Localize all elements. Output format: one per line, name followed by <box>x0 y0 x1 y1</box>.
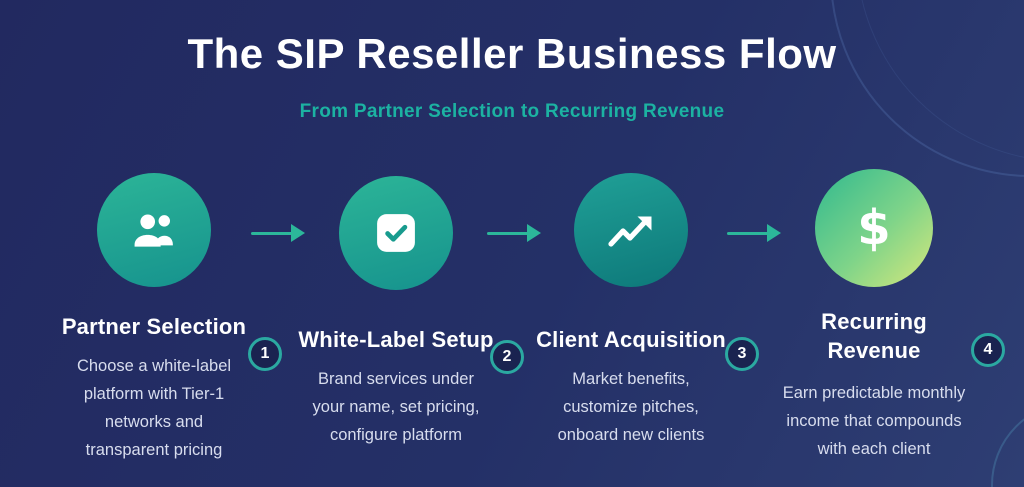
step-number-badge: 3 <box>725 337 759 371</box>
step-description: Brand services under your name, set pric… <box>312 370 480 444</box>
arrow-head <box>527 224 541 242</box>
step-recurring-revenue: $ 4 Recurring Revenue Earn predictable m… <box>749 0 1005 487</box>
step-description: Choose a white-label platform with Tier-… <box>76 357 232 459</box>
step-2-circle: 2 <box>339 176 524 374</box>
flow-arrow-icon <box>487 224 541 242</box>
step-description: Earn predictable monthly income that com… <box>782 384 966 458</box>
step-number: 3 <box>737 345 747 362</box>
arrow-shaft <box>487 231 529 235</box>
step-title: Recurring Revenue <box>821 309 927 363</box>
arrow-head <box>767 224 781 242</box>
step-white-label-setup: 2 White-Label Setup Brand services under… <box>276 0 524 487</box>
step-title: Partner Selection <box>61 314 247 339</box>
step-1-circle: 1 <box>97 173 282 371</box>
page-subtitle: From Partner Selection to Recurring Reve… <box>299 101 725 122</box>
step-title: White-Label Setup <box>298 327 494 352</box>
flow-arrow-icon <box>251 224 305 242</box>
page-title: The SIP Reseller Business Flow <box>187 30 837 77</box>
step-title: Client Acquisition <box>536 327 726 352</box>
step-4-circle: $ 4 <box>815 169 1005 367</box>
step-partner-selection: 1 Partner Selection Choose a white-label… <box>34 0 282 487</box>
step-client-acquisition: 3 Client Acquisition Market benefits, cu… <box>511 0 759 487</box>
arrow-shaft <box>727 231 769 235</box>
dollar-icon: $ <box>857 200 891 256</box>
step-number-badge: 4 <box>971 333 1005 367</box>
growth-arrow-icon <box>608 216 652 247</box>
arrow-head <box>291 224 305 242</box>
step-number: 2 <box>502 348 512 365</box>
arrow-shaft <box>251 231 293 235</box>
people-icon <box>134 214 173 247</box>
step-description: Market benefits, customize pitches, onbo… <box>557 370 705 444</box>
step-number: 4 <box>983 341 993 358</box>
step-3-circle: 3 <box>574 173 759 371</box>
step-number: 1 <box>260 345 270 362</box>
step-number-badge: 1 <box>248 337 282 371</box>
step-number-badge: 2 <box>490 340 524 374</box>
flow-arrow-icon <box>727 224 781 242</box>
checkbox-check-icon <box>377 214 415 252</box>
